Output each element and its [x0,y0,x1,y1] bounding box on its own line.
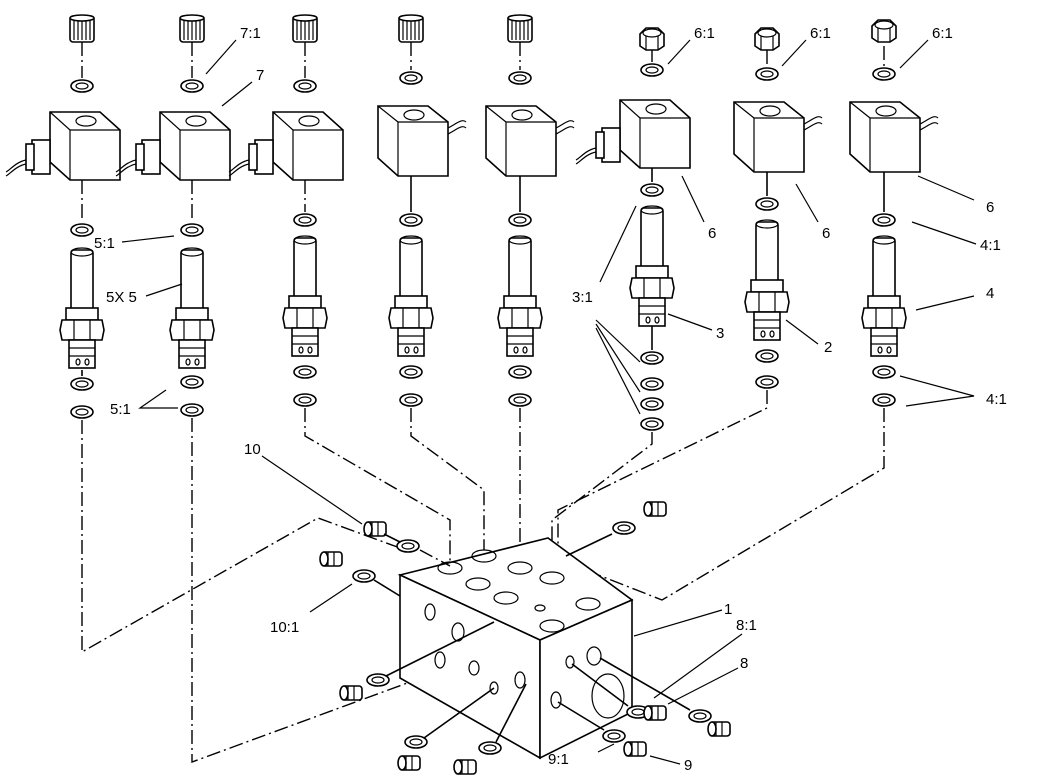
valve-column-1 [5,14,401,654]
label-6-1-c: 6:1 [932,25,953,42]
part-labels: 7:1 7 6:1 6:1 6:1 6 6 6 5:1 5X 5 5:1 3:1… [94,25,1007,774]
valve-column-7 [557,27,823,560]
label-9: 9 [684,757,692,774]
label-6-1-a: 6:1 [694,25,715,42]
valve-column-3 [228,14,451,570]
label-1: 1 [724,601,732,618]
label-10: 10 [244,441,261,458]
valve-column-8 [559,19,939,601]
label-6-a: 6 [708,225,716,242]
label-5-1-a: 5:1 [94,235,115,252]
label-3: 3 [716,325,724,342]
label-9-1: 9:1 [548,751,569,768]
label-8-1: 8:1 [736,617,757,634]
label-7-1: 7:1 [240,25,261,42]
label-4-1-b: 4:1 [986,391,1007,408]
label-10-1: 10:1 [270,619,299,636]
valve-column-2 [115,14,471,764]
label-4-1-a: 4:1 [980,237,1001,254]
manifold-block [397,537,634,760]
label-6-b: 6 [822,225,830,242]
leader-lines [121,39,977,765]
label-7: 7 [256,67,264,84]
label-2: 2 [824,339,832,356]
label-3-1: 3:1 [572,289,593,306]
valve-column-4 [377,14,485,550]
label-5x5: 5X 5 [106,289,137,306]
valve-column-6 [551,27,691,576]
label-4: 4 [986,285,994,302]
label-6-1-b: 6:1 [810,25,831,42]
label-8: 8 [740,655,748,672]
side-plugs [319,501,731,775]
label-5-1-b: 5:1 [110,401,131,418]
valve-column-5 [485,14,575,568]
label-6-c: 6 [986,199,994,216]
